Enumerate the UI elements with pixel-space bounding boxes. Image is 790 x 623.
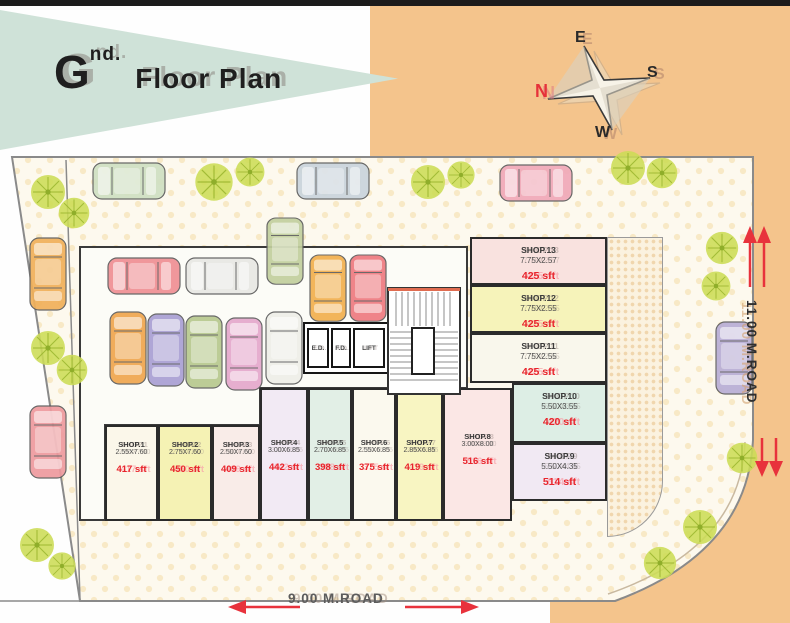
shop-8: SHOP.8 3.00X8.00 516 sft bbox=[443, 388, 512, 521]
page-title: Gnd.Floor Plan bbox=[54, 44, 283, 98]
shop-13: SHOP.13 7.75X2.57 425 sft bbox=[470, 237, 607, 285]
shop-4: SHOP.4 3.00X6.85 442 sft bbox=[260, 388, 308, 521]
shop-5: SHOP.5 2.70X6.85 398 sft bbox=[308, 388, 352, 521]
road-label-bottom: 9.00 M.ROAD bbox=[288, 591, 384, 606]
shop-6: SHOP.6 2.55X6.85 375 sft bbox=[352, 388, 396, 521]
shop-11: SHOP.11 7.75X2.55 425 sft bbox=[470, 333, 607, 383]
shop-1: SHOP.1 2.55X7.60 417 sft bbox=[105, 425, 158, 521]
shop-7: SHOP.7 2.85X6.85 419 sft bbox=[396, 388, 443, 521]
scan-edge-bar bbox=[0, 0, 790, 6]
room-fd: F.D. bbox=[331, 328, 351, 368]
compass-north-label: N bbox=[535, 81, 548, 101]
compass-west-label: W bbox=[595, 124, 611, 141]
compass-south-label: S bbox=[647, 64, 658, 81]
shop-10: SHOP.10 5.50X3.55 420 sft bbox=[512, 383, 607, 443]
shop-2: SHOP.2 2.75X7.60 450 sft bbox=[158, 425, 212, 521]
road-label-right: 11.00 M.ROAD bbox=[744, 300, 759, 404]
shop-9: SHOP.9 5.50X4.35 514 sft bbox=[512, 443, 607, 501]
shop-front-walkway bbox=[607, 237, 663, 537]
compass-east-label: E bbox=[575, 29, 586, 46]
shop-3: SHOP.3 2.50X7.60 409 sft bbox=[212, 425, 260, 521]
shop-12: SHOP.12 7.75X2.55 425 sft bbox=[470, 285, 607, 333]
room-ed: E.D. bbox=[307, 328, 329, 368]
room-lift: LIFT bbox=[353, 328, 385, 368]
